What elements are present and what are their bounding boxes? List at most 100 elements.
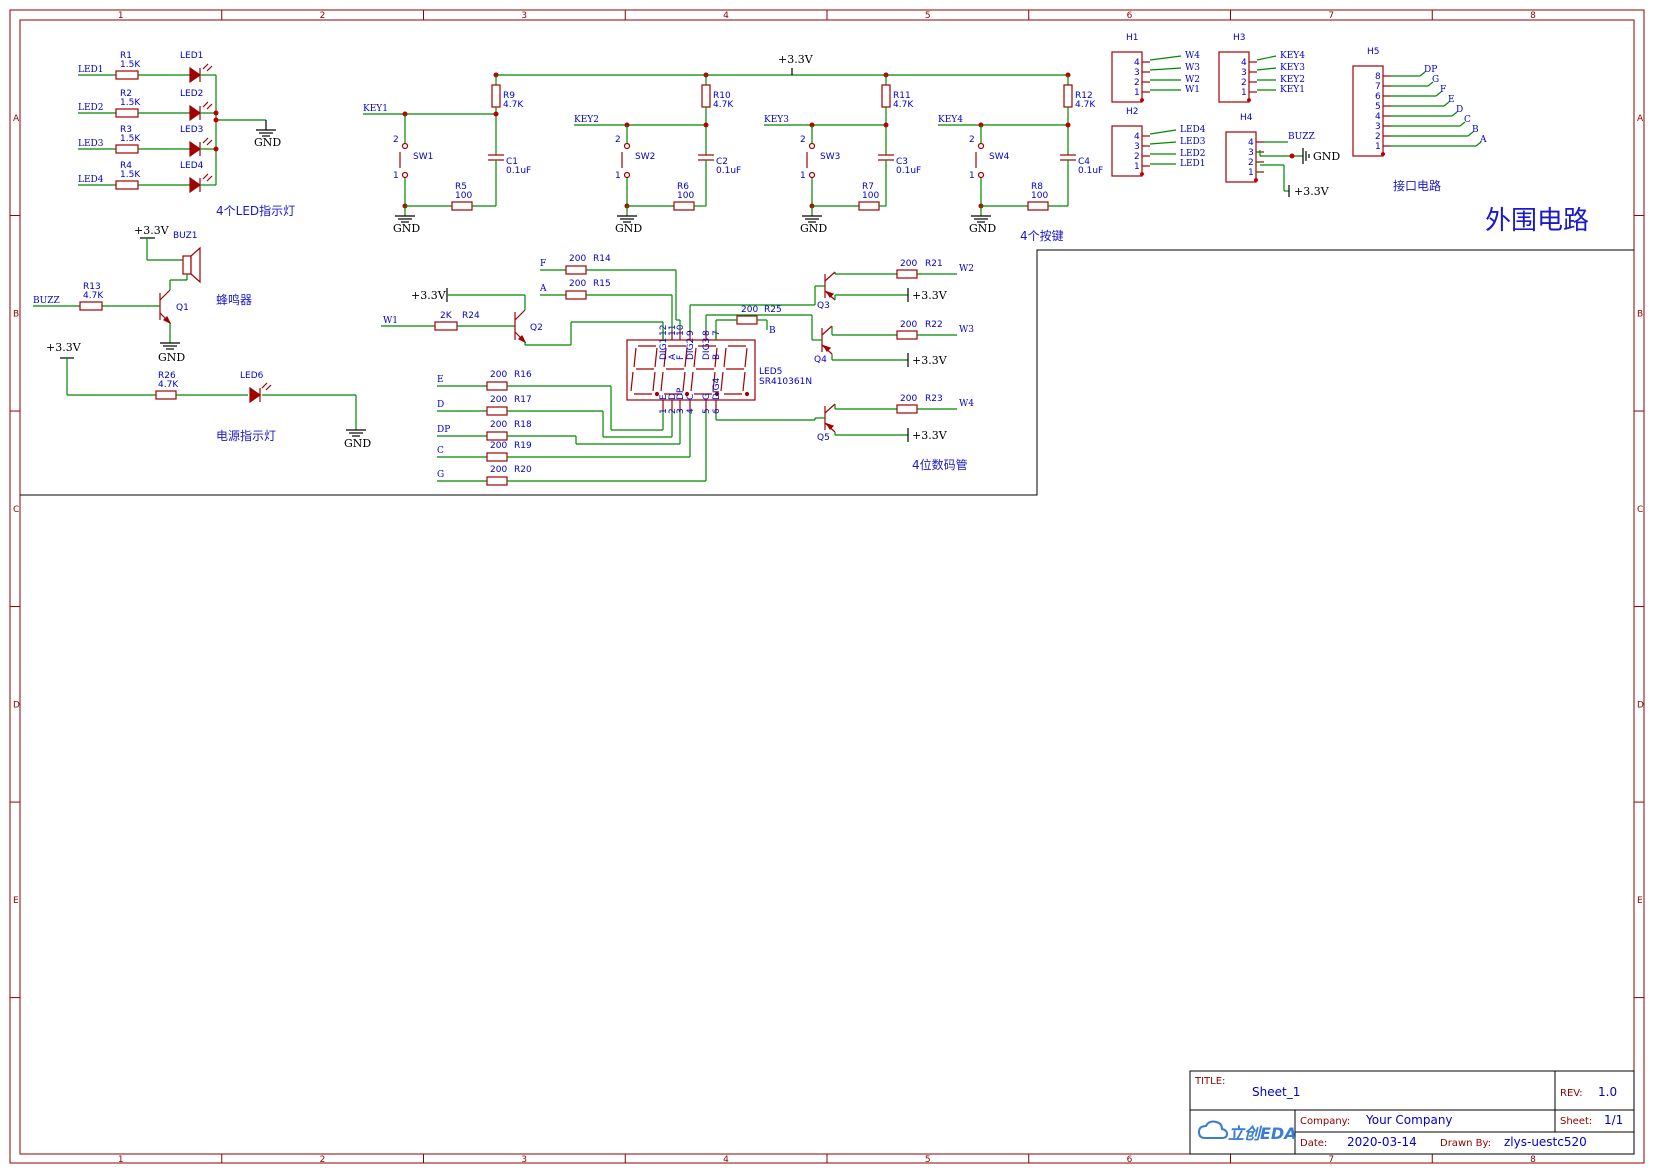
- display-bottom-pin: 3: [676, 408, 686, 414]
- switch-pin: 1: [800, 171, 806, 181]
- title-value: Sheet_1: [1252, 1085, 1300, 1099]
- resistor-value: 200: [490, 395, 507, 405]
- header-ref: H3: [1233, 33, 1246, 43]
- wire: [720, 371, 724, 392]
- cap-value: 0.1uF: [896, 166, 921, 176]
- frame-col-label: 8: [1530, 11, 1536, 21]
- resistor-value: 200: [490, 370, 507, 380]
- wire: [1451, 111, 1458, 117]
- resistor-body: [486, 381, 508, 391]
- key-section: +3.3V R94.7KKEY121SW1R5100C10.1uFGNDR104…: [363, 53, 1103, 243]
- switch-contact: [977, 171, 985, 179]
- display-bottom-pin-name: D: [668, 393, 678, 400]
- header-net-label: A: [1479, 135, 1487, 145]
- resistor-value: 100: [862, 191, 879, 201]
- header-ref: H1: [1126, 33, 1139, 43]
- frame-row-label: D: [13, 700, 20, 710]
- wire: [684, 347, 688, 368]
- led-diode-icon: [189, 104, 202, 122]
- key-gnd-label: GND: [393, 222, 420, 235]
- resistor-body: [486, 452, 508, 462]
- header-net-label: D: [1456, 105, 1463, 115]
- header-pin: 1: [1134, 162, 1140, 172]
- wire: [1419, 71, 1426, 77]
- r25-val: 200: [741, 305, 758, 315]
- key-gnd-label: GND: [800, 222, 827, 235]
- segment-net-label: D: [437, 400, 444, 410]
- segment-net-label: G: [437, 470, 444, 480]
- r13-ref: R13: [83, 282, 101, 292]
- resistor-value: 200: [569, 279, 586, 289]
- display-bottom-pin: 6: [712, 408, 722, 414]
- resistor-ref: R8: [1031, 182, 1043, 192]
- frame-col-label: 7: [1328, 11, 1334, 21]
- segment-net-label: A: [539, 284, 547, 294]
- w1-net: W1: [383, 316, 398, 326]
- resistor-ref: R4: [120, 161, 132, 171]
- company-value: Your Company: [1365, 1113, 1453, 1127]
- wire: [202, 101, 209, 108]
- resistor-body: [1027, 201, 1049, 211]
- transistor-ref: Q5: [817, 433, 830, 443]
- resistor-value: 200: [569, 254, 586, 264]
- key-gnd-label: GND: [615, 222, 642, 235]
- display-top-pin-name: DIG1: [659, 338, 669, 360]
- driver-v33-label: +3.3V: [912, 354, 948, 367]
- buzzer-section-title: 蜂鸣器: [216, 292, 252, 307]
- led-diode-icon: [189, 176, 202, 194]
- header-net-label: KEY3: [1280, 63, 1305, 73]
- header-pin: 1: [1134, 88, 1140, 98]
- frame-row-label: B: [1637, 309, 1643, 319]
- header-net-label: LED3: [1180, 137, 1206, 147]
- display-top-pin-name: B: [712, 354, 722, 360]
- led-diode-icon: [189, 66, 202, 84]
- resistor-ref: R14: [593, 254, 611, 264]
- led-net-label: LED3: [78, 139, 104, 149]
- resistor-ref: R17: [514, 395, 532, 405]
- display-top-pin: 7: [712, 330, 722, 336]
- interface-section-title: 接口电路: [1393, 178, 1441, 193]
- resistor-ref: R22: [925, 320, 943, 330]
- wire: [206, 65, 213, 72]
- header-pin: 4: [1241, 58, 1247, 68]
- switch-contact: [623, 171, 631, 179]
- frame-row-label: A: [13, 114, 20, 124]
- header-pin: 7: [1375, 82, 1381, 92]
- pled-v33-label: +3.3V: [46, 341, 82, 354]
- v33-label: +3.3V: [778, 53, 814, 66]
- wire: [652, 371, 656, 392]
- frame-col-label: 5: [925, 1155, 931, 1165]
- wire: [206, 139, 213, 146]
- display-top-pin: 10: [676, 324, 686, 336]
- pullup-ref: R9: [503, 91, 515, 101]
- header-net-label: B: [1472, 125, 1479, 135]
- seven-segment-digits: [630, 345, 750, 397]
- pled-gnd-label: GND: [344, 437, 371, 450]
- header-net-label: W4: [1185, 51, 1200, 61]
- switch-pin: 1: [615, 171, 621, 181]
- cap-ref: C4: [1078, 157, 1090, 167]
- r25-net: B: [769, 326, 776, 336]
- drawn-value: zlys-uestc520: [1504, 1135, 1587, 1149]
- q2-v33-label: +3.3V: [411, 289, 447, 302]
- header-net-label: LED4: [1180, 125, 1206, 135]
- header-pin: 4: [1248, 138, 1254, 148]
- wire: [206, 103, 213, 110]
- resistor-body: [486, 476, 508, 486]
- wire: [1256, 55, 1277, 61]
- header-net-label: W1: [1185, 85, 1200, 95]
- decimal-point: [744, 391, 750, 397]
- resistor-ref: R20: [514, 465, 532, 475]
- logo: 立创EDA: [1197, 1120, 1297, 1143]
- buzz-net-label: BUZZ: [33, 296, 60, 306]
- switch-ref: SW4: [989, 152, 1010, 162]
- switch-pin: 1: [393, 171, 399, 181]
- r13-val: 4.7K: [83, 291, 104, 301]
- pullup-value: 4.7K: [713, 100, 734, 110]
- gnd-symbol: GND: [254, 120, 281, 149]
- r25-ref: R25: [764, 305, 782, 315]
- frame-row-label: C: [1637, 505, 1643, 515]
- header-pin1-dot: [1254, 178, 1258, 182]
